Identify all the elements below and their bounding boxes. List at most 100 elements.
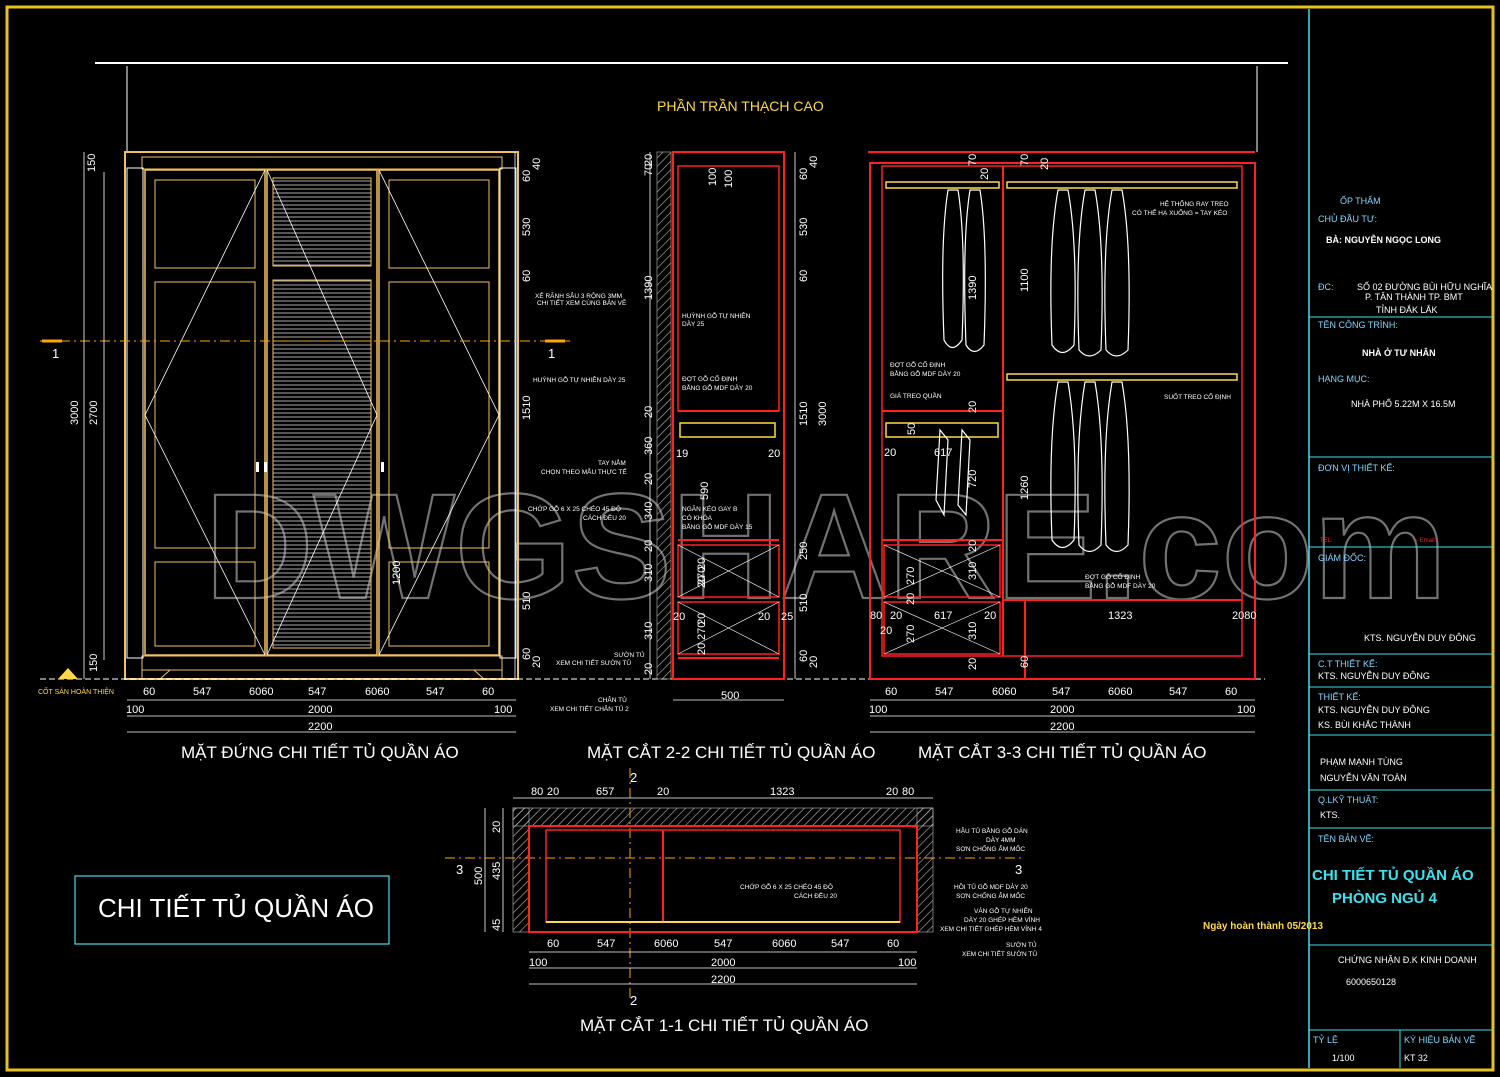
s11-note-3: CHỚP GỖ 6 X 25 CHÉO 45 ĐỘ — [740, 882, 833, 891]
s22-left-1: 40 — [531, 158, 543, 170]
dim-left-3: 150 — [88, 654, 100, 672]
tb-design-unit-label: ĐƠN VỊ THIẾT KẾ: — [1318, 463, 1395, 473]
left-door — [144, 169, 266, 656]
s33-s-5: 2080 — [1232, 610, 1256, 622]
s22-left-2: 530 — [521, 218, 533, 236]
tb-drawing-label: TÊN BẢN VẼ: — [1318, 833, 1374, 844]
s22-note-2: ĐỢT GỖ CỐ ĐỊNH — [682, 373, 738, 383]
section22-drawer-1 — [677, 544, 780, 598]
section-3-3-view: 60 547 6060 547 6060 547 60 100 2000 100… — [868, 151, 1256, 762]
dim-door-height: 1200 — [391, 561, 403, 585]
s22-right-0: 70 — [643, 164, 655, 176]
s33-note-3: BẰNG GỖ MDF DÀY 20 — [890, 369, 961, 378]
s22-right2-2: 530 — [798, 218, 810, 236]
tb-address-2: P. TÂN THÀNH TP. BMT — [1365, 292, 1463, 302]
elev-note-9: CHÂN TỦ — [598, 695, 627, 704]
tb-designer-2: KS. BÙI KHẮC THÀNH — [1318, 720, 1411, 730]
tb-project-label: TÊN CÔNG TRÌNH: — [1318, 320, 1398, 330]
s22-right-5: 20 — [696, 576, 708, 588]
tb-designer-label: THIẾT KẾ: — [1318, 692, 1361, 702]
s22-right-9: 20 — [696, 643, 708, 655]
s33-note-4: GIÁ TREO QUẦN — [890, 390, 942, 400]
s33-s-4: 20 — [984, 610, 996, 622]
wall-hatch — [656, 151, 672, 680]
tb-address-label: ĐC: — [1318, 282, 1334, 292]
dim-left-2: 2700 — [88, 401, 100, 425]
tb-license: 6000650128 — [1346, 977, 1396, 987]
s33-v-5: 1100 — [1019, 268, 1031, 292]
s22-mid-3: 20 — [758, 611, 770, 623]
s33-v-11: 20 — [967, 658, 979, 670]
elev-note-10: XEM CHI TIẾT CHÂN TỦ 2 — [550, 703, 629, 713]
hanging-rod — [885, 181, 1000, 189]
s33-b1-3: 547 — [1052, 686, 1070, 698]
tb-sheet: KT 32 — [1404, 1053, 1428, 1063]
s11-left-1: 435 — [491, 862, 503, 880]
right-wall-hatch — [916, 807, 934, 933]
s33-s-0: 80 — [870, 610, 882, 622]
tb-project: NHÀ Ở TƯ NHÂN — [1362, 347, 1436, 358]
section33-drawer-2 — [883, 601, 1001, 655]
dim-b1-2: 6060 — [249, 686, 273, 698]
s33-b3: 2200 — [1050, 721, 1074, 733]
section22-drawer-2 — [677, 601, 780, 655]
right-door — [378, 169, 500, 656]
drawer-cross — [883, 601, 1001, 655]
s22-note-6: BẰNG GỖ MDF DÀY 15 — [682, 522, 753, 531]
elev-note-5: CHỚP GỖ 6 X 25 CHÉO 45 ĐỘ — [528, 504, 621, 513]
dim-b1-3: 547 — [308, 686, 326, 698]
handle-icon — [256, 462, 259, 472]
tb-drafter-2: NGUYỄN VĂN TOÀN — [1320, 772, 1407, 783]
s33-v-2: 1390 — [967, 276, 979, 300]
s33-v-14: 270 — [905, 625, 917, 643]
s22-left-5: 20 — [643, 406, 655, 418]
right-door-mid-panel — [388, 281, 490, 549]
title-elevation: MẶT ĐỨNG CHI TIẾT TỦ QUẦN ÁO — [181, 743, 459, 762]
s11-b2-0: 100 — [529, 957, 547, 969]
main-title: CHI TIẾT TỦ QUẦN ÁO — [98, 892, 374, 923]
s22-right2-5: 3000 — [817, 402, 829, 426]
drawer-cross — [677, 544, 780, 598]
s22-left-10: 20 — [643, 540, 655, 552]
s33-b1-4: 6060 — [1108, 686, 1132, 698]
s11-note-10: SƯỜN TỦ — [1006, 940, 1037, 949]
left-wall-hatch — [512, 807, 530, 933]
plan-inner — [545, 829, 901, 923]
section22-outline — [672, 151, 785, 680]
s11-note-8: DÀY 20 GHÉP HÈM VÍNH — [964, 915, 1040, 924]
s33-v-3: 70 — [1019, 154, 1031, 166]
elev-note-4: CHỌN THEO MẪU THỰC TẾ — [541, 466, 627, 476]
s22-note-3: BẰNG GỖ MDF DÀY 20 — [682, 383, 753, 392]
s11-note-11: XEM CHI TIẾT SƯỜN TỦ — [962, 948, 1037, 958]
s11-top-5: 20 — [886, 786, 898, 798]
s11-note-5: HỒI TỦ GỖ MDF DÀY 20 — [954, 881, 1028, 891]
section-2-2-view: 60 40 530 60 1510 20 590 340 20 310 20 5… — [514, 151, 875, 762]
floor-level-icon — [58, 668, 78, 679]
s22-note-5: CÓ KHÓA — [682, 513, 713, 522]
s33-b1-1: 547 — [935, 686, 953, 698]
plan-outline — [528, 825, 918, 933]
tb-director: KTS. NGUYỄN DUY ĐÔNG — [1364, 632, 1476, 643]
tb-drawing-1: CHI TIẾT TỦ QUẦN ÁO — [1312, 866, 1474, 884]
watermark: DWGSHARE.com — [205, 462, 1447, 630]
s22-right2-8: 60 — [798, 650, 810, 662]
s33-b1-5: 547 — [1169, 686, 1187, 698]
s11-b1-6: 60 — [887, 938, 899, 950]
s22-left-7: 340 — [643, 502, 655, 520]
ceiling-label: PHẦN TRẦN THẠCH CAO — [657, 98, 824, 114]
left-door-mid-panel — [154, 281, 256, 549]
s33-note-0: HỆ THỐNG RAY TREO — [1160, 198, 1229, 208]
tb-chief-label: C.T THIẾT KẾ: — [1318, 659, 1378, 669]
s22-mid-4: 25 — [781, 611, 793, 623]
section-mark-1-left: 1 — [52, 346, 59, 361]
s33-b2-2: 100 — [1237, 704, 1255, 716]
s33-note-1: CÓ THỂ HẠ XUỐNG = TAY KÉO — [1132, 207, 1227, 217]
drawer-cross — [883, 544, 1001, 598]
elev-note-6: CÁCH ĐỀU 20 — [583, 512, 626, 522]
dim-b1-5: 547 — [426, 686, 444, 698]
section22-drawer-rail — [679, 422, 776, 438]
s33-v-4: 20 — [1039, 158, 1051, 170]
tb-item-label: HẠNG MỤC: — [1318, 374, 1370, 384]
s33-note-7: BẰNG GỖ MDF DÀY 20 — [1085, 581, 1156, 590]
s33-inner-2: 1323 — [1108, 610, 1132, 622]
